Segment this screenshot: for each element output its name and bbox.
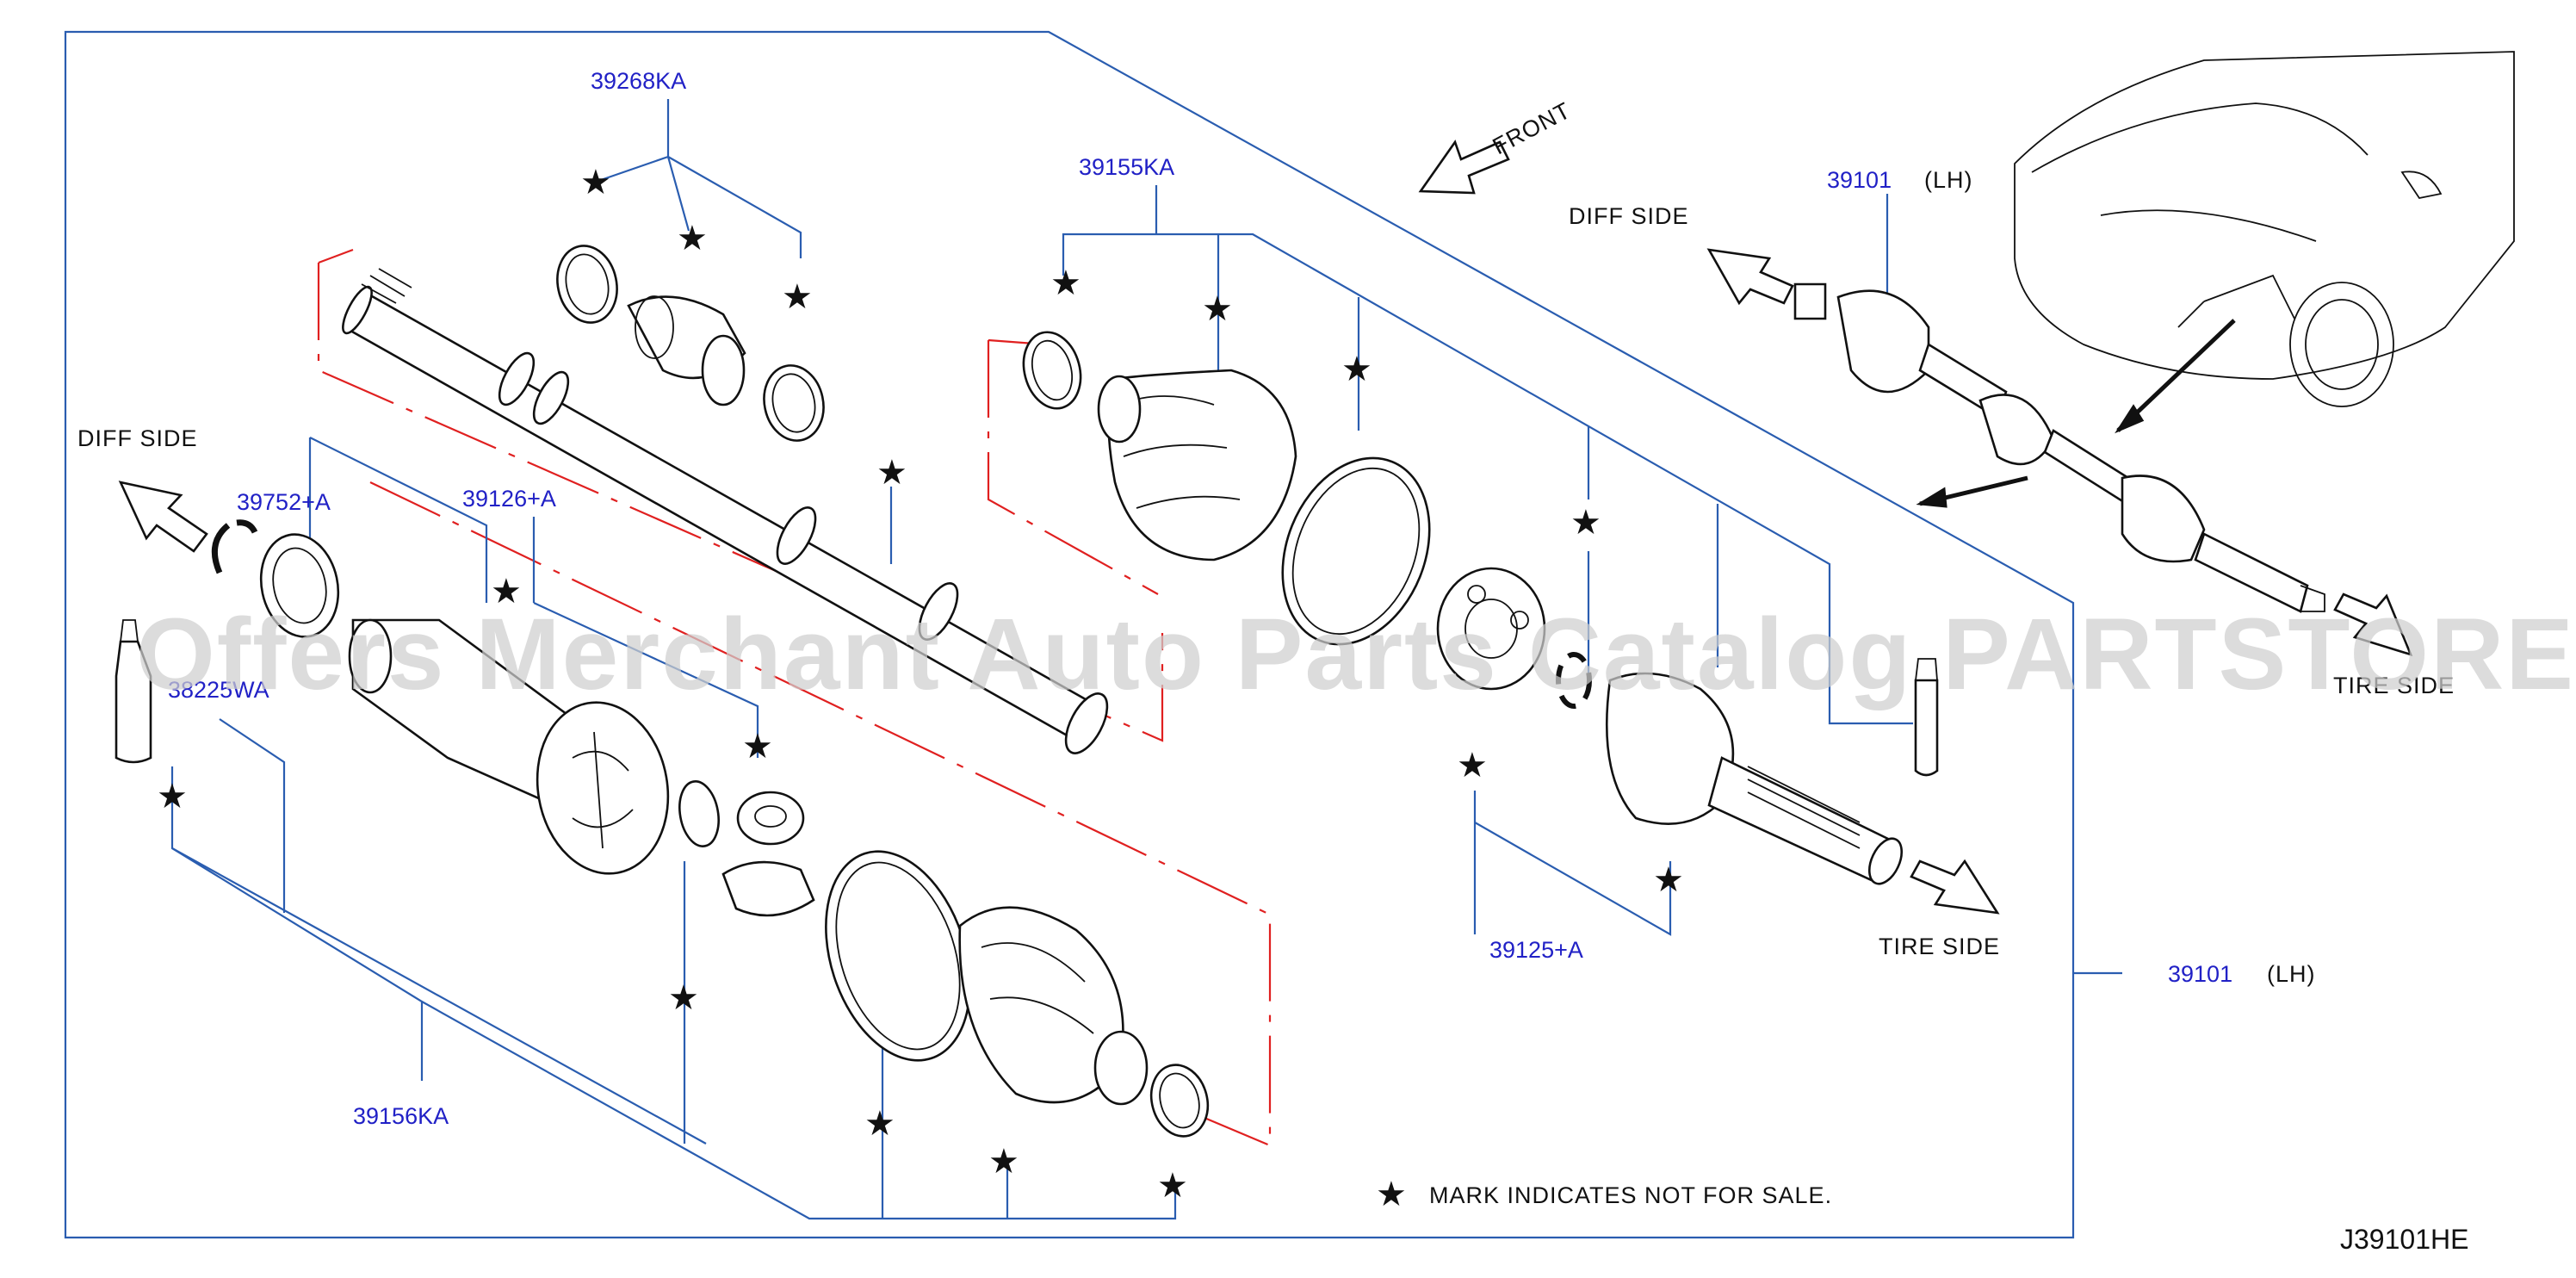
ball-cage: [1436, 567, 1546, 691]
snap-ring-inner: [678, 780, 720, 847]
part-label-39156ka: 39156KA: [353, 1103, 449, 1129]
inner-joint-housing: [348, 618, 670, 875]
legend-text: MARK INDICATES NOT FOR SALE.: [1429, 1182, 1832, 1208]
star-mark: ★: [491, 572, 522, 611]
star-mark: ★: [1457, 746, 1488, 785]
diagram-frame: [64, 30, 2075, 1239]
drive-shaft-bar: [342, 268, 1109, 754]
diff-side-label-left: DIFF SIDE: [77, 425, 198, 451]
drive-shaft-assembly: [1793, 274, 2325, 613]
tire-side-arrow-mid: [1910, 859, 2000, 915]
part-labels: 39268KA 39155KA 39101 (LH) 39752+A 39126…: [168, 68, 2316, 1129]
star-mark: ★: [157, 777, 188, 816]
phantom-box-shaft: [317, 248, 1164, 742]
lh-label-top: (LH): [1924, 167, 1973, 193]
vehicle-outline: [2014, 51, 2515, 407]
star-mark: ★: [1341, 350, 1372, 389]
diff-side-label-top: DIFF SIDE: [1569, 203, 1689, 229]
grease-tube: [115, 619, 152, 764]
outer-boot-band-large: [1281, 456, 1431, 646]
watermark: Offers Merchant Auto Parts Catalog PARTS…: [136, 598, 2576, 711]
snap-ring-outer: [1556, 652, 1592, 709]
star-mark: ★: [1653, 860, 1684, 900]
star-mark: ★: [876, 453, 907, 493]
part-label-39752a: 39752+A: [237, 489, 331, 515]
star-mark: ★: [1050, 264, 1081, 303]
boot-band-small: [1149, 1064, 1210, 1138]
phantom-box-inner-joint: [369, 481, 1272, 1147]
part-label-39101-right: 39101: [2168, 961, 2232, 987]
part-label-39126a: 39126+A: [462, 486, 556, 512]
damper-clamp-right: [763, 364, 825, 442]
spindle-nut-stud: [1914, 658, 1939, 777]
star-mark: ★: [580, 163, 611, 202]
removal-arrows: [1916, 319, 2236, 508]
damper-clamp-small: [556, 245, 618, 324]
outer-joint-shaft: [1606, 672, 1904, 885]
inner-boot: [958, 906, 1149, 1106]
front-arrow: [1418, 140, 1510, 195]
not-for-sale-stars: ★ ★ ★ ★ ★ ★ ★ ★ ★ ★ ★ ★ ★ ★ ★ ★ ★ ★: [157, 163, 1684, 1214]
part-label-39101-top: 39101: [1827, 167, 1892, 193]
boot-band-large: [825, 850, 971, 1062]
star-mark: ★: [742, 727, 773, 766]
dynamic-damper: [627, 295, 746, 406]
star-mark: ★: [782, 277, 813, 317]
tire-side-label-right: TIRE SIDE: [2333, 673, 2455, 698]
lh-label-right: (LH): [2267, 961, 2316, 987]
star-mark: ★: [668, 978, 699, 1018]
diff-side-arrow-left: [118, 481, 208, 553]
part-label-39155ka: 39155KA: [1079, 154, 1174, 180]
tire-side-label-mid: TIRE SIDE: [1879, 934, 2000, 959]
star-mark: ★: [988, 1142, 1019, 1182]
star-mark: ★: [677, 219, 708, 258]
outer-boot: [1097, 369, 1297, 561]
tripod-spider: [721, 791, 815, 917]
diff-side-arrow-top: [1706, 248, 1794, 306]
star-mark: ★: [1570, 503, 1601, 543]
diagram-code: J39101HE: [2340, 1224, 2468, 1255]
part-label-39125a: 39125+A: [1489, 937, 1583, 963]
star-mark: ★: [1157, 1166, 1188, 1206]
front-label: FRONT: [1489, 97, 1576, 159]
part-label-39268ka: 39268KA: [591, 68, 686, 94]
star-mark: ★: [864, 1104, 895, 1144]
tire-side-arrow-right: [2333, 592, 2413, 657]
star-mark: ★: [1202, 289, 1233, 329]
circlip: [211, 519, 258, 574]
oil-seal: [259, 533, 340, 638]
outer-boot-band-small: [1022, 331, 1082, 410]
leader-lines: [170, 99, 2122, 1220]
legend-star: ★: [1376, 1175, 1407, 1214]
part-label-38225wa: 38225WA: [168, 677, 269, 703]
